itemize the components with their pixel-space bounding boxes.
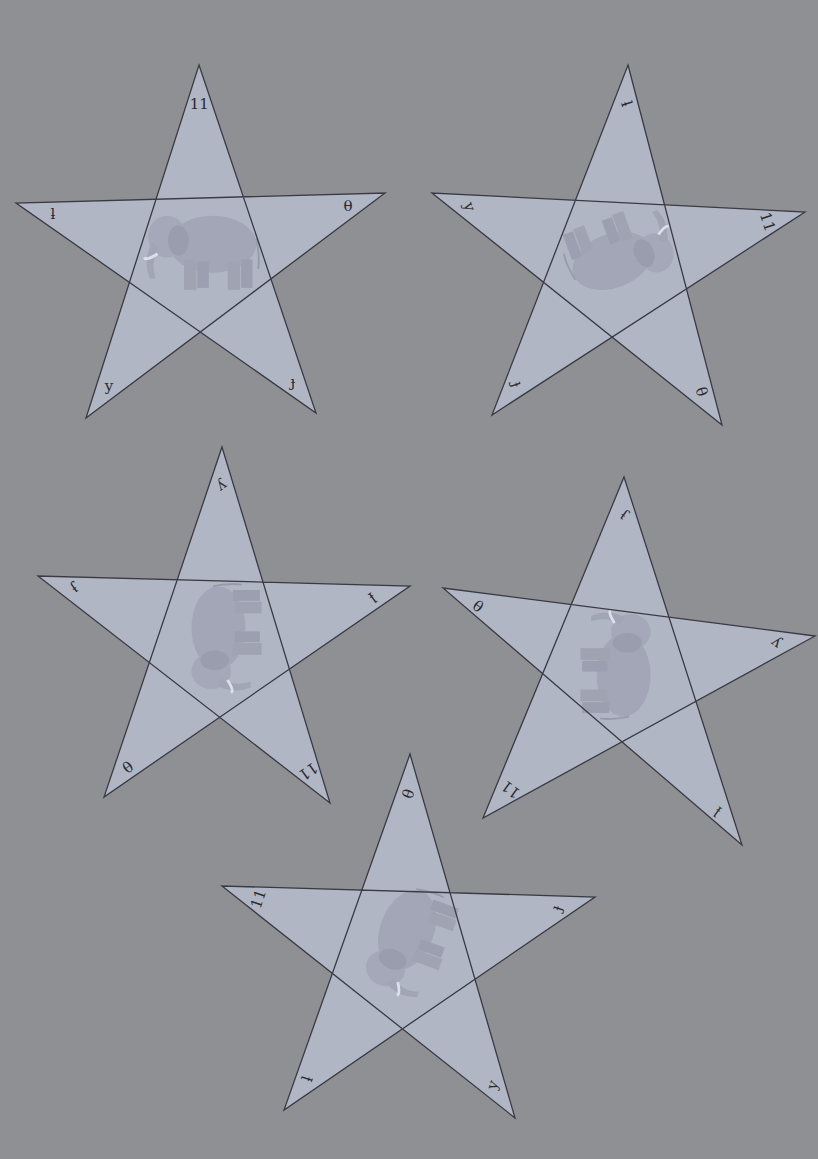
star-lines xyxy=(16,65,385,418)
star-shape: ƚ11θɟy xyxy=(432,65,805,425)
star-shape: 11 θ ɟ y ƚ xyxy=(16,65,385,418)
point-symbol: 11 xyxy=(190,96,209,111)
star-outline xyxy=(432,65,805,425)
star-shape: yƚ11θɟ xyxy=(38,447,410,803)
star-shape: ɟyƚ11θ xyxy=(443,477,815,845)
point-symbol: ɟ xyxy=(291,375,296,390)
point-symbol: θ xyxy=(344,199,353,214)
star-lines xyxy=(38,447,410,803)
star-outline xyxy=(38,447,410,803)
star-shape: θɟyƚ11 xyxy=(222,754,595,1118)
star-lines xyxy=(443,477,815,845)
star-outline xyxy=(222,754,595,1118)
star-outline xyxy=(16,65,385,418)
star-lines xyxy=(432,65,805,425)
point-symbol: ƚ xyxy=(50,207,55,222)
point-symbol: y xyxy=(105,379,113,394)
star-lines xyxy=(222,754,595,1118)
